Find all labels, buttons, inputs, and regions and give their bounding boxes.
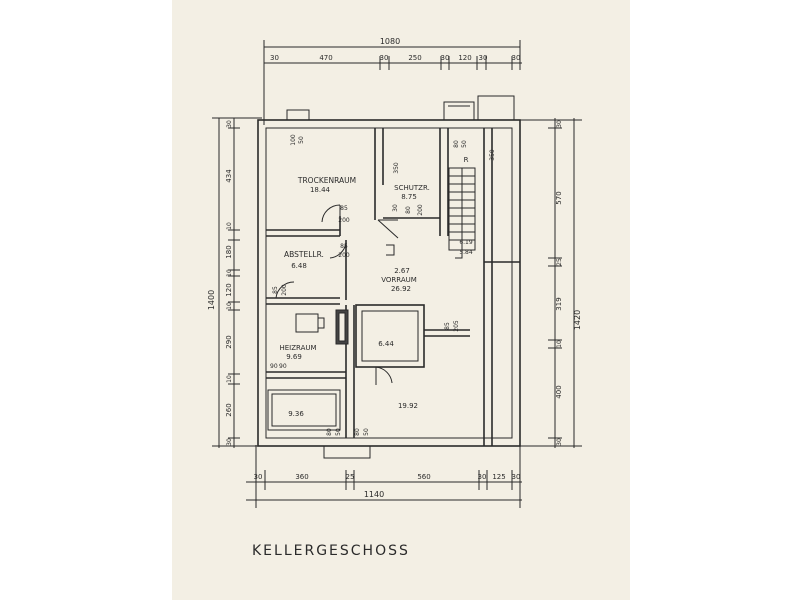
- dim-top-seg: 470: [319, 54, 332, 62]
- door-644-w: 85: [444, 322, 451, 330]
- vorraum-arrow: [386, 244, 395, 256]
- dim-bottom-seg: 30: [478, 473, 487, 481]
- dim-left-seg: 180: [225, 245, 233, 258]
- dim-top-seg: 250: [408, 54, 421, 62]
- room-area-644: 6.44: [378, 340, 394, 348]
- window-top: [286, 109, 310, 121]
- window-top-dim: 100: [290, 134, 297, 146]
- dim-left-seg: 10: [226, 302, 233, 310]
- window-bottom: [323, 445, 371, 459]
- dim-right-total: 1420: [573, 310, 582, 330]
- room-area-vorraum: 26.92: [391, 285, 411, 293]
- stair-mark-1: 6.19: [459, 239, 473, 246]
- dim-top-seg: 120: [458, 54, 471, 62]
- dim-top-seg: 30: [441, 54, 450, 62]
- boiler: [295, 309, 349, 345]
- heiz-door-h: 200: [281, 284, 288, 296]
- abstell-door-h: 200: [338, 252, 350, 259]
- dim-bottom-seg: 25: [346, 473, 355, 481]
- room-name-heizraum: HEIZRAUM: [279, 344, 316, 352]
- dim-left-seg: 290: [225, 335, 233, 348]
- dim-top-seg: 30: [270, 54, 279, 62]
- dim-right-seg: 570: [555, 191, 563, 204]
- outer-wall: [257, 119, 521, 447]
- light-shaft-top: [443, 101, 475, 121]
- dim-top-seg: 30: [479, 54, 488, 62]
- room-area-trockenraum: 18.44: [310, 186, 331, 194]
- dim-right-seg: 30: [556, 438, 563, 446]
- bottom-window-dim: 80: [326, 428, 333, 436]
- dim-right-seg: 30: [556, 120, 563, 128]
- bottom-window-dim: 50: [363, 428, 370, 436]
- dim-bottom-seg: 125: [492, 473, 505, 481]
- room-area-1992: 19.92: [398, 402, 418, 410]
- dim-left-seg: 260: [225, 403, 233, 416]
- stair-label: R: [464, 156, 469, 164]
- dim-left-seg: 30: [226, 120, 233, 128]
- staircase: [448, 167, 476, 259]
- room-name-schutzraum: SCHUTZR.: [394, 184, 430, 192]
- room-name-abstellraum: ABSTELLR.: [284, 250, 324, 259]
- dim-left-seg: 10: [226, 222, 233, 230]
- door-abstell: [329, 242, 347, 265]
- trocken-door-h: 200: [338, 217, 350, 224]
- door-trocken: [321, 204, 341, 230]
- door-644-h: 205: [453, 320, 460, 332]
- trocken-door-w: 85: [340, 205, 348, 212]
- dim-top-seg: 30: [512, 54, 521, 62]
- bottom-window-dim: 50: [335, 428, 342, 436]
- room-area-heizraum: 9.69: [286, 353, 302, 361]
- dim-right-seg: 25: [556, 258, 563, 266]
- dim-right-seg: 319: [555, 297, 563, 310]
- dim-right-seg: 400: [555, 385, 563, 398]
- heiz-window-dim: 90: [279, 363, 287, 370]
- dim-top-total: 1080: [380, 37, 400, 46]
- abstell-door-w: 85: [340, 243, 348, 250]
- dim-bottom-seg: 360: [295, 473, 308, 481]
- dim-bottom-total: 1140: [364, 490, 384, 499]
- dim-bottom-seg: 30: [254, 473, 263, 481]
- vorraum-height: 2.67: [394, 267, 410, 275]
- dim-left-seg: 10: [226, 269, 233, 277]
- plan-title: KELLERGESCHOSS: [252, 543, 410, 559]
- dim-left-seg: 120: [225, 283, 233, 296]
- stair-dim-a: 80: [453, 140, 460, 148]
- dim-left-seg: 30: [226, 438, 233, 446]
- room-644-walls: [355, 304, 425, 368]
- tank-936: [267, 389, 341, 431]
- dim-left-total: 1400: [207, 290, 216, 310]
- stair-width-dim: 350: [489, 149, 496, 161]
- door-heiz: [275, 281, 296, 299]
- stair-dim-b: 50: [461, 140, 468, 148]
- room-name-trockenraum: TROCKENRAUM: [297, 176, 356, 185]
- door-644: [375, 366, 393, 385]
- stair-mark-2: 5.84: [459, 249, 473, 256]
- dim-right-seg: 10: [556, 340, 563, 348]
- dim-top-seg: 30: [380, 54, 389, 62]
- room-area-schutzraum: 8.75: [401, 193, 417, 201]
- schutz-dim-c: 80: [405, 206, 412, 214]
- dim-left-seg: 10: [226, 375, 233, 383]
- schutz-dim-d: 200: [417, 204, 424, 216]
- room-name-vorraum: VORRAUM: [381, 276, 417, 284]
- bottom-window-dim: 80: [354, 428, 361, 436]
- heiz-door-w: 85: [272, 286, 279, 294]
- schutz-dim-a: 350: [393, 162, 400, 174]
- door-schutz: [377, 219, 399, 239]
- window-top-dim: 50: [298, 136, 305, 144]
- dim-bottom-seg: 30: [512, 473, 521, 481]
- heiz-window-dim: 90: [270, 363, 278, 370]
- room-area-936: 9.36: [288, 410, 304, 418]
- dim-bottom-seg: 560: [417, 473, 430, 481]
- dim-left-seg: 434: [225, 169, 233, 183]
- schutz-dim-b: 30: [392, 204, 399, 212]
- room-area-abstellraum: 6.48: [291, 262, 307, 270]
